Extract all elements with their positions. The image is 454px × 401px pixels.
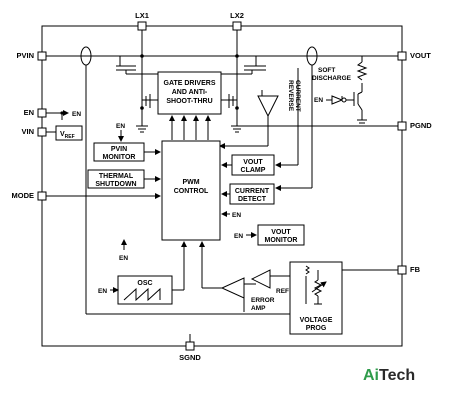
vout-monitor-label-1: VOUT (271, 229, 291, 236)
pin-pgnd: PGND (397, 121, 432, 131)
pwm-to-gate-arrows (169, 115, 211, 140)
ref-label: REF (276, 288, 289, 295)
pin-lx2-label: LX2 (230, 11, 244, 20)
voltage-prog-resistor-icon (305, 265, 327, 305)
vref-block (55, 125, 83, 141)
current-detect-label-1: CURRENT (235, 188, 270, 195)
osc-sawtooth-icon (123, 287, 161, 302)
soft-discharge-circuit (326, 56, 368, 124)
en-junction (60, 111, 64, 115)
current-detect-label-2: DETECT (238, 196, 267, 203)
reverse-current-comparator (257, 95, 279, 118)
error-amp (220, 277, 245, 299)
pwm-control-block (161, 140, 221, 241)
osc-en-label: EN (98, 288, 107, 295)
pin-mode: MODE (12, 191, 47, 201)
gate-drivers-label-1: GATE DRIVERS (164, 80, 216, 87)
vout-clamp-label-2: CLAMP (241, 167, 266, 174)
mosfet-low-side-2 (221, 94, 238, 122)
vout-monitor-en-label: EN (234, 233, 243, 240)
pvin-monitor-en-label: EN (116, 123, 125, 130)
ref-buffer (250, 269, 271, 289)
gate-drivers-label-2: AND ANTI- (172, 89, 208, 96)
pin-sgnd: SGND (179, 341, 201, 362)
thermal-shutdown-label-2: SHUTDOWN (95, 181, 136, 188)
mosfet-high-side-1 (116, 56, 158, 75)
ground-symbol-2 (231, 122, 243, 133)
pin-vin-label: VIN (21, 127, 34, 136)
pin-en: EN (24, 108, 47, 118)
voltage-prog-label-1: VOLTAGE (300, 317, 333, 324)
osc-label: OSC (137, 280, 152, 287)
vout-monitor-block (257, 224, 305, 246)
floating-en-label: EN (119, 255, 128, 262)
pin-vin: VIN (21, 127, 47, 137)
gate-drivers-block (157, 71, 222, 115)
vout-clamp-label-1: VOUT (243, 159, 263, 166)
en-internal-label: EN (72, 111, 81, 118)
pin-lx1-label: LX1 (135, 11, 149, 20)
pin-mode-label: MODE (12, 191, 35, 200)
voltage-prog-block (289, 261, 343, 335)
pin-pvin: PVIN (16, 51, 47, 61)
vref-label: VREF (60, 131, 75, 140)
pin-pvin-label: PVIN (16, 51, 34, 60)
pin-lx1: LX1 (135, 11, 149, 31)
pin-fb: FB (397, 265, 421, 275)
power-rails (46, 30, 398, 127)
gate-drivers-label-3: SHOOT-THRU (166, 98, 212, 105)
pin-fb-label: FB (410, 265, 421, 274)
pwm-control-label-1: PWM (182, 179, 199, 186)
pvin-monitor-label-1: PVIN (111, 146, 127, 153)
pin-vout: VOUT (397, 51, 431, 61)
soft-discharge-label-2: DISCHARGE (312, 75, 352, 82)
ground-symbol-1 (136, 122, 148, 133)
soft-discharge-label-1: SOFT (318, 67, 335, 74)
error-amp-label-2: AMP (251, 305, 266, 312)
brand-tech: Tech (379, 367, 415, 384)
pin-lx2: LX2 (230, 11, 244, 31)
pin-vout-label: VOUT (410, 51, 431, 60)
pvin-monitor-label-2: MONITOR (103, 154, 136, 161)
error-amp-label-1: ERROR (251, 297, 275, 304)
pwm-control-label-2: CONTROL (174, 188, 209, 195)
chip-outline (41, 25, 403, 347)
reverse-current-label-1: REVERSE (287, 80, 294, 112)
voltage-prog-label-2: PROG (306, 325, 327, 332)
brand-ai: Ai (363, 367, 379, 384)
en-input-path (46, 110, 69, 120)
thermal-shutdown-label-1: THERMAL (99, 173, 134, 180)
brand-logo: AiTech (363, 367, 415, 384)
soft-discharge-en-label: EN (314, 97, 323, 104)
pwm-en-label: EN (232, 212, 241, 219)
mosfet-high-side-2 (221, 56, 266, 75)
vout-monitor-label-2: MONITOR (265, 237, 298, 244)
pin-en-label: EN (24, 108, 34, 117)
pin-sgnd-label: SGND (179, 353, 201, 362)
osc-block (117, 275, 173, 305)
pin-pgnd-label: PGND (410, 121, 432, 130)
mosfet-low-side-1 (141, 94, 158, 122)
